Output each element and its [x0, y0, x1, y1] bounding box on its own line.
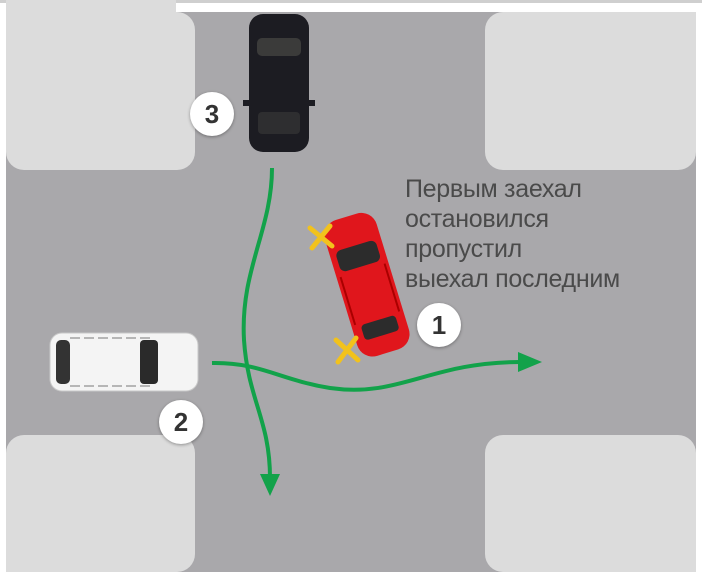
vehicle-badge-1: 1	[417, 303, 461, 347]
caption-text: Первым заехал остановился пропустил выех…	[405, 174, 620, 294]
vehicle-badge-2: 2	[159, 400, 203, 444]
caption-line: остановился	[405, 205, 549, 233]
top-border	[0, 0, 702, 3]
arrow-down-icon	[260, 474, 280, 496]
impact-marker-icon	[307, 223, 361, 365]
caption-line: пропустил	[405, 235, 522, 263]
vehicle-badge-3: 3	[190, 92, 234, 136]
car-2-white	[49, 332, 199, 392]
car-3-black	[243, 14, 315, 152]
caption-line: выехал последним	[405, 265, 620, 293]
path-car-3	[241, 167, 274, 479]
arrow-right-icon	[518, 352, 542, 372]
path-car-2	[211, 360, 521, 392]
car-1-red	[324, 212, 410, 357]
caption-line: Первым заехал	[405, 175, 582, 203]
